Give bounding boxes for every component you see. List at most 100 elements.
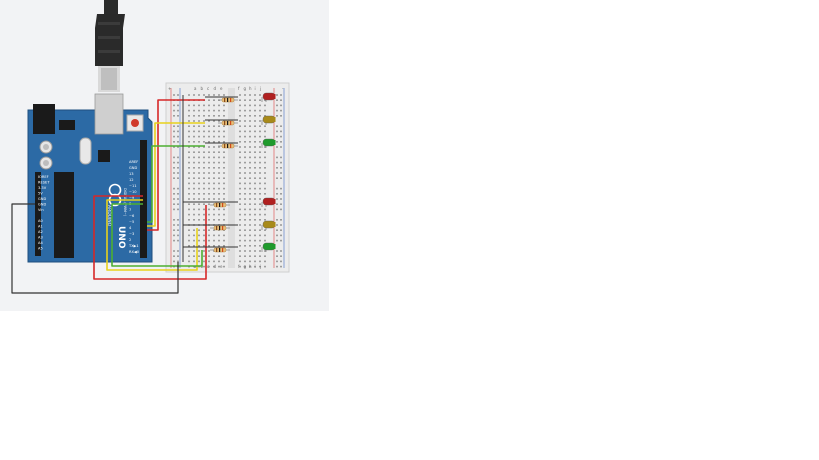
breadboard-hole[interactable] <box>259 255 261 257</box>
rail-hole[interactable] <box>276 161 278 164</box>
breadboard-hole[interactable] <box>188 104 190 107</box>
breadboard-hole[interactable] <box>193 156 195 159</box>
breadboard-hole[interactable] <box>193 109 195 112</box>
breadboard-hole[interactable] <box>223 115 225 117</box>
breadboard-hole[interactable] <box>188 250 190 252</box>
breadboard-hole[interactable] <box>203 219 205 221</box>
breadboard-hole[interactable] <box>259 208 261 211</box>
breadboard-hole[interactable] <box>213 130 215 133</box>
breadboard-hole[interactable] <box>244 151 246 153</box>
rail-hole[interactable] <box>177 198 179 200</box>
breadboard-hole[interactable] <box>259 130 261 133</box>
breadboard-hole[interactable] <box>188 177 190 179</box>
breadboard-hole[interactable] <box>239 250 241 252</box>
rail-hole[interactable] <box>276 193 278 195</box>
breadboard-hole[interactable] <box>218 104 220 107</box>
rail-hole[interactable] <box>173 104 175 107</box>
breadboard-hole[interactable] <box>208 250 210 252</box>
breadboard-hole[interactable] <box>193 172 195 174</box>
rail-hole[interactable] <box>276 198 278 200</box>
breadboard-hole[interactable] <box>213 260 215 263</box>
breadboard-hole[interactable] <box>203 109 205 112</box>
breadboard-hole[interactable] <box>203 94 205 96</box>
rail-hole[interactable] <box>280 130 282 133</box>
breadboard-hole[interactable] <box>239 193 241 195</box>
breadboard-hole[interactable] <box>264 187 266 190</box>
breadboard-hole[interactable] <box>259 250 261 252</box>
breadboard-hole[interactable] <box>188 245 190 247</box>
rail-hole[interactable] <box>280 104 282 107</box>
rail-hole[interactable] <box>276 104 278 107</box>
rail-hole[interactable] <box>280 265 282 268</box>
breadboard-hole[interactable] <box>259 146 261 148</box>
breadboard-hole[interactable] <box>244 146 246 148</box>
breadboard-hole[interactable] <box>193 255 195 257</box>
breadboard-hole[interactable] <box>264 177 266 179</box>
breadboard-hole[interactable] <box>239 141 241 143</box>
breadboard-hole[interactable] <box>249 161 251 164</box>
breadboard-hole[interactable] <box>244 224 246 226</box>
breadboard-hole[interactable] <box>208 219 210 221</box>
rail-hole[interactable] <box>280 187 282 190</box>
breadboard-hole[interactable] <box>198 135 200 138</box>
breadboard-hole[interactable] <box>254 161 256 164</box>
breadboard-hole[interactable] <box>259 99 261 101</box>
breadboard-hole[interactable] <box>254 151 256 153</box>
breadboard-hole[interactable] <box>208 104 210 107</box>
resistor[interactable] <box>210 202 230 208</box>
breadboard-hole[interactable] <box>249 94 251 96</box>
rail-hole[interactable] <box>173 224 175 226</box>
breadboard-hole[interactable] <box>244 172 246 174</box>
breadboard-hole[interactable] <box>188 151 190 153</box>
breadboard-hole[interactable] <box>223 265 225 268</box>
breadboard-hole[interactable] <box>203 193 205 195</box>
rail-hole[interactable] <box>280 161 282 164</box>
breadboard-hole[interactable] <box>244 187 246 190</box>
breadboard-hole[interactable] <box>188 130 190 133</box>
rail-hole[interactable] <box>280 172 282 174</box>
rail-hole[interactable] <box>280 109 282 112</box>
breadboard-hole[interactable] <box>249 120 251 122</box>
breadboard-hole[interactable] <box>198 250 200 252</box>
rail-hole[interactable] <box>280 156 282 159</box>
breadboard-hole[interactable] <box>239 161 241 164</box>
breadboard-hole[interactable] <box>264 234 266 237</box>
rail-hole[interactable] <box>280 203 282 205</box>
breadboard-hole[interactable] <box>254 219 256 221</box>
breadboard-hole[interactable] <box>259 234 261 237</box>
rail-hole[interactable] <box>280 99 282 101</box>
breadboard-hole[interactable] <box>244 125 246 127</box>
breadboard-hole[interactable] <box>239 234 241 237</box>
breadboard-hole[interactable] <box>213 172 215 174</box>
breadboard-hole[interactable] <box>239 120 241 122</box>
rail-hole[interactable] <box>280 234 282 237</box>
rail-hole[interactable] <box>173 109 175 112</box>
breadboard-hole[interactable] <box>264 213 266 216</box>
breadboard-hole[interactable] <box>254 130 256 133</box>
breadboard-hole[interactable] <box>188 213 190 216</box>
breadboard-hole[interactable] <box>239 99 241 101</box>
breadboard-hole[interactable] <box>193 234 195 237</box>
breadboard-hole[interactable] <box>213 135 215 138</box>
breadboard-hole[interactable] <box>208 115 210 117</box>
breadboard-hole[interactable] <box>239 167 241 169</box>
rail-hole[interactable] <box>177 167 179 169</box>
breadboard-hole[interactable] <box>218 265 220 268</box>
breadboard-hole[interactable] <box>264 172 266 174</box>
breadboard-hole[interactable] <box>259 161 261 164</box>
rail-hole[interactable] <box>177 260 179 263</box>
breadboard-hole[interactable] <box>254 250 256 252</box>
breadboard-hole[interactable] <box>193 125 195 127</box>
breadboard-hole[interactable] <box>223 109 225 112</box>
rail-hole[interactable] <box>177 115 179 117</box>
breadboard-hole[interactable] <box>203 141 205 143</box>
rail-hole[interactable] <box>173 239 175 242</box>
breadboard-hole[interactable] <box>218 182 220 185</box>
breadboard-hole[interactable] <box>249 219 251 221</box>
breadboard-hole[interactable] <box>264 193 266 195</box>
yellow-led[interactable] <box>261 115 276 125</box>
breadboard-hole[interactable] <box>213 198 215 200</box>
breadboard-hole[interactable] <box>188 172 190 174</box>
breadboard-hole[interactable] <box>208 260 210 263</box>
breadboard-hole[interactable] <box>193 177 195 179</box>
